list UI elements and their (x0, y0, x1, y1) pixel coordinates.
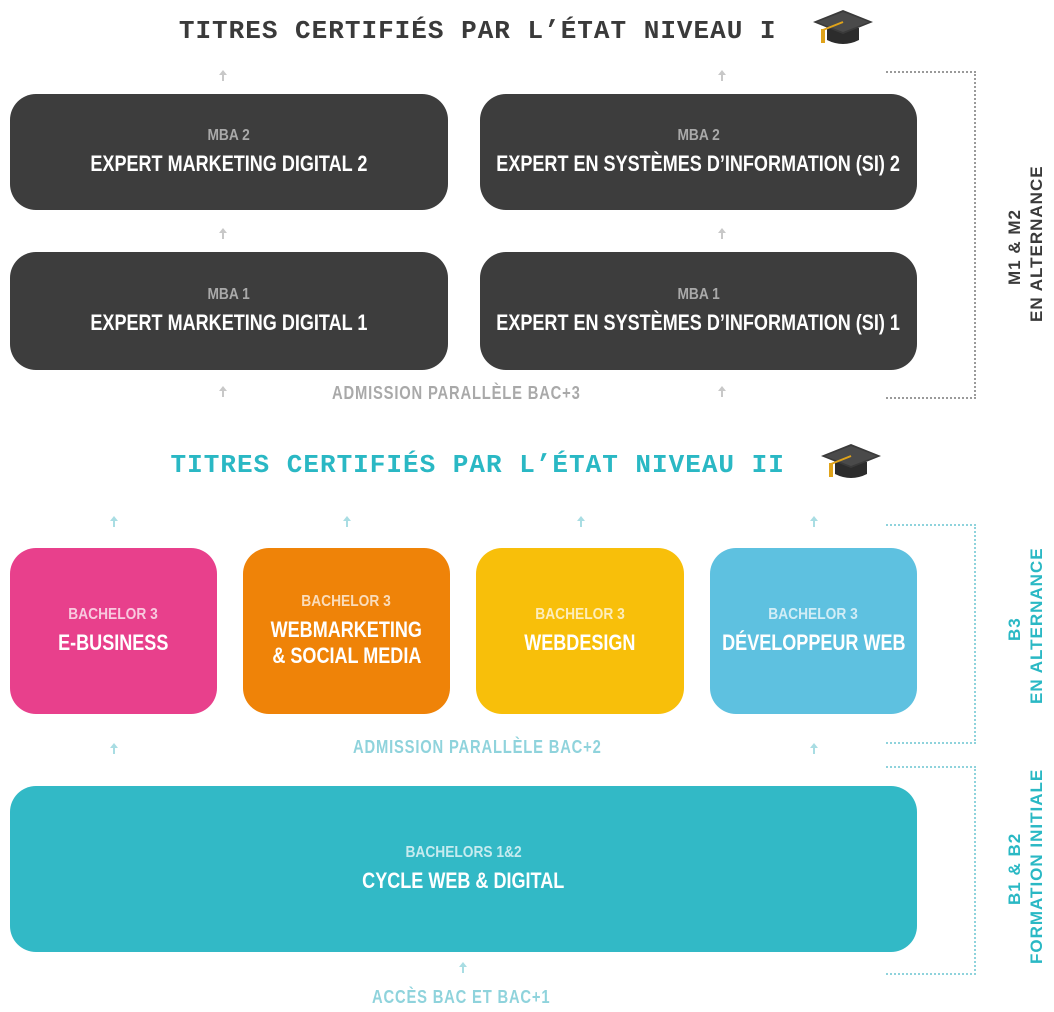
arrow-up-icon (459, 962, 467, 973)
bachelor3-ebusiness-box: BACHELOR 3 E-BUSINESS (10, 548, 217, 714)
bachelor3-dev-web-box: BACHELOR 3 DÉVELOPPEUR WEB (710, 548, 917, 714)
arrow-up-icon (219, 70, 227, 81)
arrow-up-icon (810, 516, 818, 527)
bachelor3-webmarketing-box: BACHELOR 3 WEBMARKETING & SOCIAL MEDIA (243, 548, 450, 714)
b12-bracket (886, 766, 976, 975)
m-side-label-line1: M1 & M2 (1005, 209, 1024, 285)
arrow-up-icon (810, 743, 818, 754)
box-subtitle: MBA 2 (207, 127, 251, 144)
b12-side-label-line2: FORMATION INITIALE (1027, 768, 1046, 964)
box-subtitle: BACHELOR 3 (535, 606, 625, 623)
b3-bracket (886, 524, 976, 744)
box-subtitle: BACHELOR 3 (768, 606, 859, 623)
b3-side-label-line1: B3 (1005, 617, 1024, 641)
level-1-title: TITRES CERTIFIÉS PAR L’ÉTAT NIVEAU I (0, 6, 1054, 56)
b12-side-label: B1 & B2 FORMATION INITIALE (1004, 768, 1048, 964)
m-side-label: M1 & M2 EN ALTERNANCE (1004, 165, 1048, 322)
box-subtitle: BACHELORS 1&2 (405, 844, 522, 861)
mba1-si-box: MBA 1 EXPERT EN SYSTÈMES D’INFORMATION (… (480, 252, 917, 370)
arrow-up-icon (718, 228, 726, 239)
b12-side-label-line1: B1 & B2 (1005, 832, 1024, 906)
arrow-up-icon (718, 386, 726, 397)
graduation-cap-icon (819, 440, 883, 490)
arrow-up-icon (219, 386, 227, 397)
box-title-line1: DÉVELOPPEUR WEB (721, 630, 906, 655)
box-subtitle: BACHELOR 3 (301, 593, 392, 610)
arrow-up-icon (219, 228, 227, 239)
box-subtitle: MBA 2 (677, 127, 720, 144)
box-title-line1: WEBDESIGN (524, 630, 636, 655)
box-subtitle: BACHELOR 3 (68, 606, 159, 623)
arrow-up-icon (577, 516, 585, 527)
arrow-up-icon (343, 516, 351, 527)
box-title-line1: WEBMARKETING (270, 617, 423, 642)
b3-side-label: B3 EN ALTERNANCE (1004, 547, 1048, 704)
admission-bac3-label: ADMISSION PARALLÈLE BAC+3 (332, 383, 581, 403)
arrow-up-icon (718, 70, 726, 81)
mba1-marketing-box: MBA 1 EXPERT MARKETING DIGITAL 1 (10, 252, 448, 370)
m-bracket (886, 71, 976, 399)
b3-side-label-line2: EN ALTERNANCE (1027, 547, 1046, 704)
bachelors12-box: BACHELORS 1&2 CYCLE WEB & DIGITAL (10, 786, 917, 952)
box-title-line2: & SOCIAL MEDIA (271, 643, 422, 668)
level-2-title-text: TITRES CERTIFIÉS PAR L’ÉTAT NIVEAU II (170, 450, 785, 480)
arrow-up-icon (110, 743, 118, 754)
access-bac-label: ACCÈS BAC ET BAC+1 (372, 987, 551, 1007)
arrow-up-icon (110, 516, 118, 527)
bachelor3-webdesign-box: BACHELOR 3 WEBDESIGN (476, 548, 684, 714)
mba2-si-box: MBA 2 EXPERT EN SYSTÈMES D’INFORMATION (… (480, 94, 917, 210)
box-subtitle: MBA 1 (207, 286, 251, 303)
box-subtitle: MBA 1 (677, 286, 720, 303)
mba2-marketing-box: MBA 2 EXPERT MARKETING DIGITAL 2 (10, 94, 448, 210)
admission-bac2-label: ADMISSION PARALLÈLE BAC+2 (353, 737, 602, 757)
box-title-line1: E-BUSINESS (58, 630, 169, 655)
graduation-cap-icon (811, 6, 875, 56)
box-title: EXPERT MARKETING DIGITAL 1 (90, 310, 368, 335)
box-title: CYCLE WEB & DIGITAL (362, 868, 565, 893)
box-title: EXPERT EN SYSTÈMES D’INFORMATION (SI) 2 (496, 151, 901, 176)
level-1-title-text: TITRES CERTIFIÉS PAR L’ÉTAT NIVEAU I (178, 16, 777, 46)
m-side-label-line2: EN ALTERNANCE (1027, 165, 1046, 322)
level-2-title: TITRES CERTIFIÉS PAR L’ÉTAT NIVEAU II (0, 440, 1054, 490)
box-title: EXPERT EN SYSTÈMES D’INFORMATION (SI) 1 (496, 310, 901, 335)
box-title: EXPERT MARKETING DIGITAL 2 (90, 151, 368, 176)
